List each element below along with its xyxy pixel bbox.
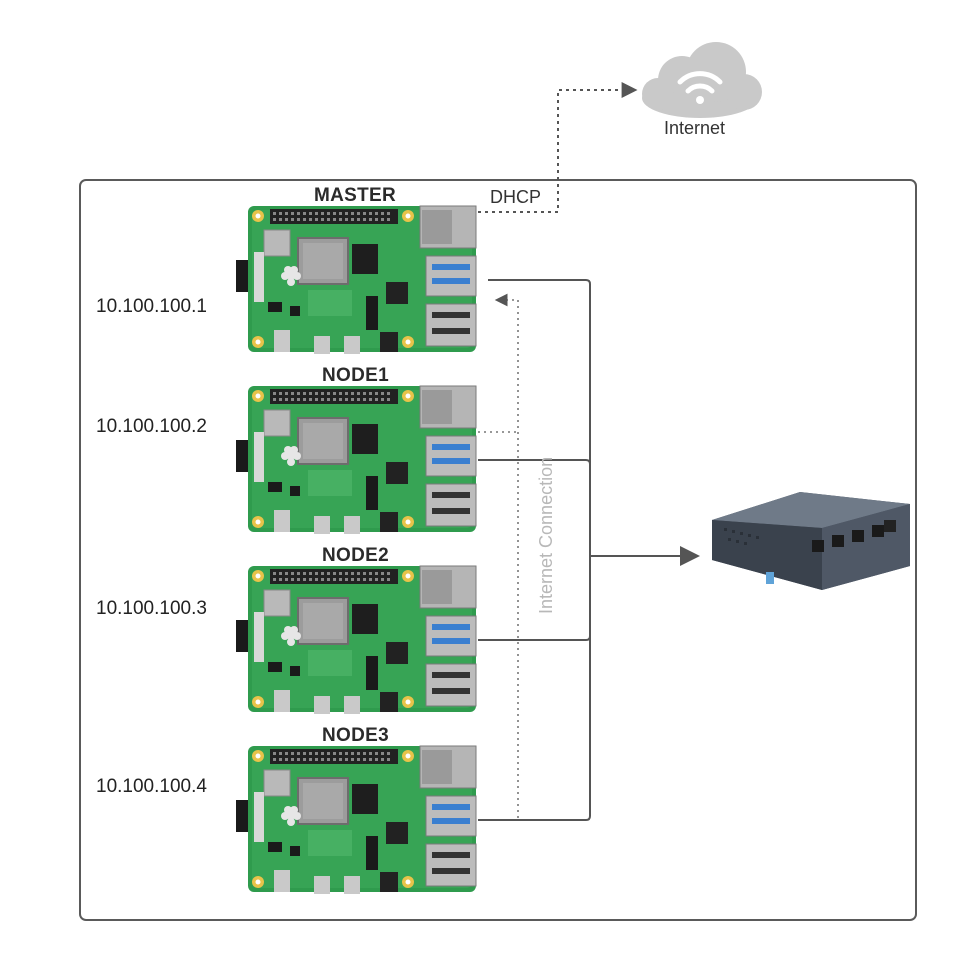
node-label-node3: NODE3 bbox=[322, 725, 389, 746]
node-label-node2: NODE2 bbox=[322, 545, 389, 566]
ip-label-node2: 10.100.100.3 bbox=[96, 598, 207, 619]
cluster-frame bbox=[79, 179, 917, 921]
internet-connection-line bbox=[478, 300, 519, 818]
cloud-wifi-icon bbox=[642, 42, 762, 118]
ip-label-node3: 10.100.100.4 bbox=[96, 776, 207, 797]
node-label-node1: NODE1 bbox=[322, 365, 389, 386]
raspberry-pi-board-icon bbox=[235, 565, 477, 715]
internet-label: Internet bbox=[664, 118, 726, 138]
raspberry-pi-board-icon bbox=[235, 745, 477, 895]
dhcp-label: DHCP bbox=[486, 187, 546, 208]
ip-label-node1: 10.100.100.2 bbox=[96, 416, 207, 437]
ip-label-master: 10.100.100.1 bbox=[96, 296, 207, 317]
raspberry-pi-board-icon bbox=[235, 205, 477, 355]
internet-connection-label: Internet Connection bbox=[536, 456, 556, 614]
node-label-master: MASTER bbox=[314, 185, 397, 206]
switch-connection-lines bbox=[478, 279, 700, 821]
dhcp-connection-line bbox=[478, 82, 638, 213]
network-switch-icon bbox=[712, 492, 910, 590]
raspberry-pi-board-icon bbox=[235, 385, 477, 535]
